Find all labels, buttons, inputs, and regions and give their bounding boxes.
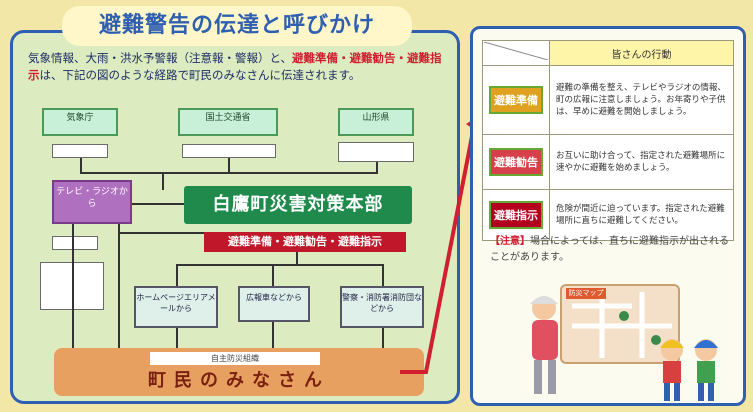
connector-line [132,203,184,205]
level-desc: 危険が間近に迫っています。指定された避難場所に直ちに避難してください。 [549,189,734,241]
level-label: 避難勧告 [489,148,543,176]
source-name: 国土交通省 [205,113,251,123]
connector-line [80,158,82,172]
media-label: ホームページエリアメールから [136,293,216,313]
media-label: 広報車などから [246,293,302,302]
source-jma: 気象庁 [42,108,118,136]
note-label: 【注意】 [490,236,530,247]
connector-line [272,322,274,348]
intro-part1: 気象情報、大雨・洪水予警報（注意報・警報）と、 [28,51,293,65]
source-jma-warning [52,144,108,158]
connector-line [118,232,204,234]
residents-group-label: 自主防災組織 [150,352,320,365]
media-box-web: ホームページエリアメールから [134,286,218,328]
level-advise: 避難勧告 [482,134,550,190]
media-box-car: 広報車などから [238,286,310,322]
level-desc: お互いに助け合って、指定された避難場所に速やかに避難を始めましょう。 [549,134,734,190]
connector-line [118,224,120,348]
connector-line [382,264,384,286]
table-header: 皆さんの行動 [549,40,734,66]
level-desc: 避難の準備を整え、テレビやラジオの情報、町の広報に注意しましょう。お年寄りや子供… [549,65,734,135]
connector-line [176,264,178,286]
source-yamagata: 山形県 [338,108,414,136]
connector-line [80,172,378,174]
connector-line [162,172,164,190]
connector-line [272,264,274,286]
source-name: 山形県 [362,113,390,123]
person-illustration [530,296,558,394]
connector-line [176,328,178,348]
table-corner [482,40,550,66]
media-box-police: 警察・消防署消防団などから [340,286,424,328]
intro-red: 避難準備・避難勧告・避難指示 [28,51,442,82]
diagonal-line-icon [483,41,549,61]
connector-line [382,328,384,348]
connector-line [376,162,378,172]
level-prepare: 避難準備 [482,65,550,135]
disaster-hq-box: 白鷹町災害対策本部 [184,186,412,224]
source-yamagata-warning [338,142,414,162]
source-name: 気象庁 [66,113,94,123]
source-mlit: 国土交通省 [178,108,278,136]
connector-line [296,252,298,264]
note-body: 場合によっては、直ちに避難指示が出されることがあります。 [490,236,729,263]
alert-level-bar: 避難準備・避難勧告・避難指示 [204,232,406,252]
source-mlit-warning [182,144,276,158]
map-tag: 防災マップ [566,288,606,299]
residents-label: 町民のみなさん [148,370,330,391]
intro-part2: は、下記の図のような経路で町民のみなさんに伝達されます。 [39,68,361,82]
tv-radio-label: テレビ・ラジオから [56,187,128,209]
children-illustration [660,339,718,401]
connector-line [176,264,384,266]
note-text: 【注意】場合によっては、直ちに避難指示が出されることがあります。 [490,234,734,266]
connector-line [72,224,74,348]
page-title: 避難警告の伝達と呼びかけ [62,6,412,46]
level-order: 避難指示 [482,189,550,241]
connector-line [228,158,230,172]
intro-text: 気象情報、大雨・洪水予警報（注意報・警報）と、避難準備・避難勧告・避難指示は、下… [28,50,448,84]
level-label: 避難指示 [489,201,543,229]
action-table: 皆さんの行動 避難準備 避難の準備を整え、テレビやラジオの情報、町の広報に注意し… [482,40,734,241]
level-label: 避難準備 [489,86,543,114]
map-roads-icon [572,292,672,358]
tv-radio-box: テレビ・ラジオから [52,180,132,224]
tv-info-box [52,236,98,250]
media-label: 警察・消防署消防団などから [342,293,422,313]
